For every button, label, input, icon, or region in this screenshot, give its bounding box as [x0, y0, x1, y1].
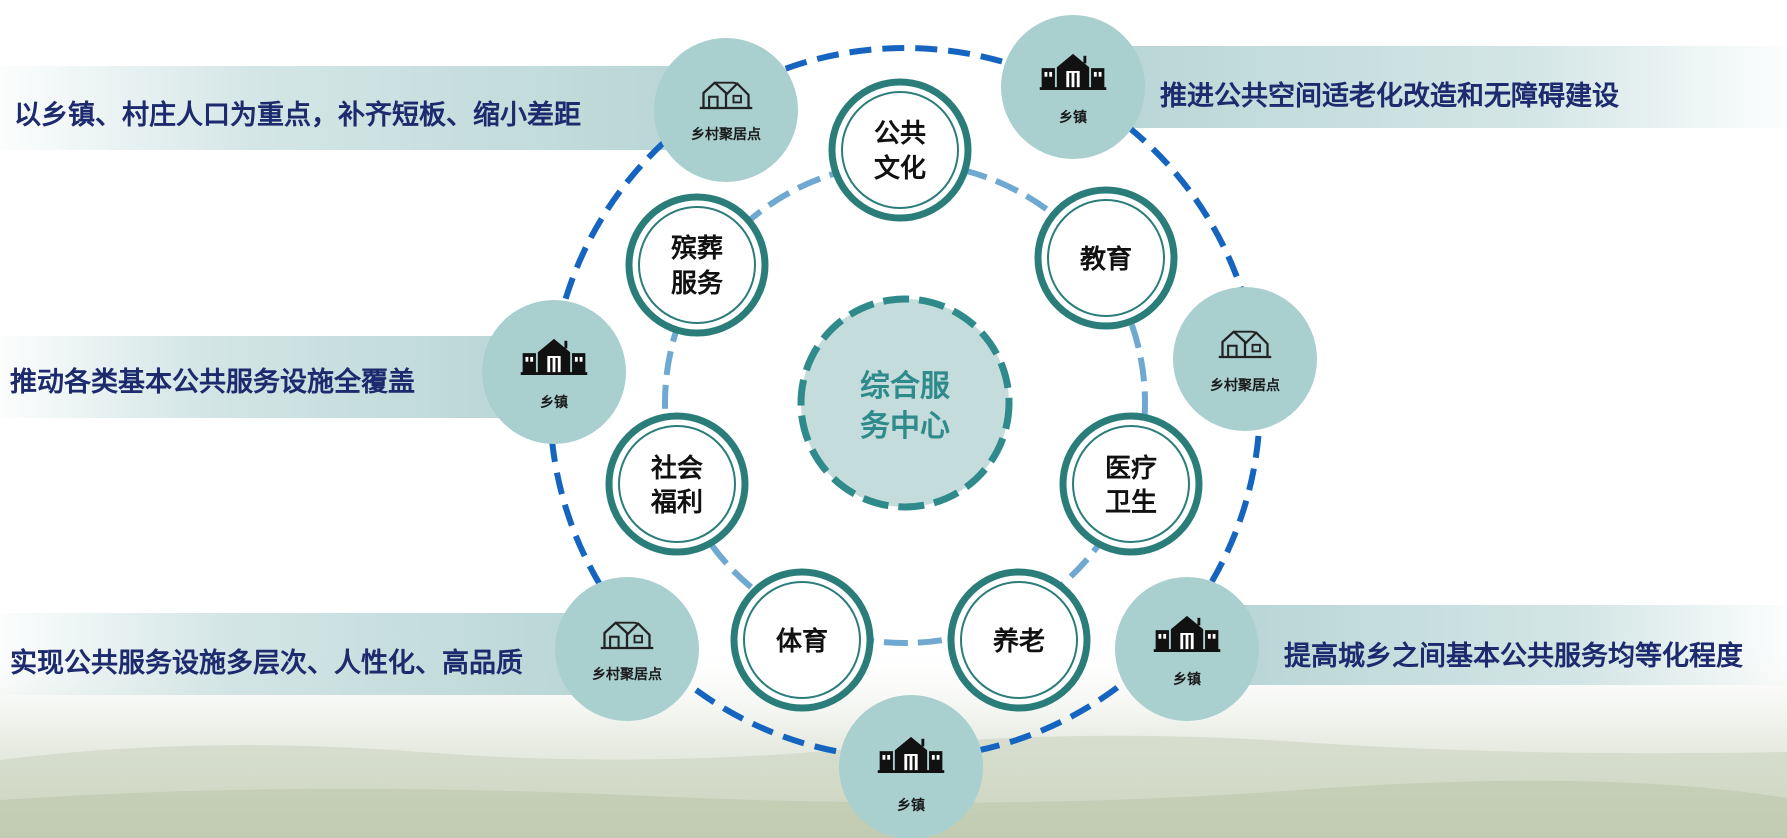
hub-circle: [797, 295, 1013, 511]
service-education: 教育: [1034, 186, 1178, 330]
service-culture-ring: [828, 78, 972, 222]
hub-node: 综合服 务中心: [797, 295, 1013, 511]
node-village-mid-right-circle: [1173, 287, 1317, 431]
node-village-mid-right-label: 乡村聚居点: [1210, 377, 1280, 394]
hub-title-line2: 务中心: [860, 409, 950, 444]
service-funeral-inner-ring: [638, 206, 756, 324]
service-medical-ring: [1059, 412, 1203, 556]
node-village-top-left-circle: [654, 38, 798, 182]
banner-bottom-left-text: 实现公共服务设施多层次、人性化、高品质: [10, 647, 523, 679]
service-elderly-ring: [947, 568, 1091, 712]
service-elderly-label: 养老: [992, 626, 1045, 657]
service-medical-line1: 医疗: [1105, 453, 1157, 484]
node-village-top-left: 乡村聚居点: [654, 38, 798, 182]
service-welfare: 社会 福利: [605, 412, 749, 556]
service-medical-line2: 卫生: [1105, 488, 1157, 518]
service-culture-line1: 公共: [874, 119, 926, 149]
banner-top-left-bg: [0, 66, 740, 150]
node-town-bottom-right-label: 乡镇: [1173, 671, 1201, 688]
service-education-inner-ring: [1047, 199, 1165, 317]
service-elderly: 养老: [947, 568, 1091, 712]
banner-top-right-text: 推进公共空间适老化改造和无障碍建设: [1160, 80, 1619, 112]
service-funeral: 殡葬 服务: [625, 193, 769, 337]
node-village-mid-right: 乡村聚居点: [1173, 287, 1317, 431]
service-funeral-line1: 殡葬: [671, 233, 723, 264]
service-education-label: 教育: [1080, 244, 1132, 275]
banner-bottom-right-text: 提高城乡之间基本公共服务均等化程度: [1284, 640, 1743, 672]
service-medical-inner-ring: [1072, 425, 1190, 543]
service-sports: 体育: [730, 568, 874, 712]
service-sports-label: 体育: [776, 626, 828, 657]
node-town-bottom-center-label: 乡镇: [897, 797, 925, 814]
service-sports-ring: [730, 568, 874, 712]
service-welfare-line1: 社会: [651, 453, 703, 484]
service-welfare-line2: 福利: [650, 488, 703, 518]
node-town-mid-left: 乡镇: [482, 300, 626, 444]
service-medical: 医疗 卫生: [1059, 412, 1203, 556]
node-village-top-left-label: 乡村聚居点: [691, 126, 761, 143]
service-funeral-line2: 服务: [671, 269, 723, 299]
hub-title-line1: 综合服: [860, 369, 951, 404]
banner-top-right-bg: [1060, 46, 1787, 128]
service-culture-line2: 文化: [874, 153, 926, 184]
node-village-bottom-left: 乡村聚居点: [555, 577, 699, 721]
service-elderly-inner-ring: [960, 581, 1078, 699]
node-town-bottom-right: 乡镇: [1115, 577, 1259, 721]
banners: 以乡镇、村庄人口为重点，补齐短板、缩小差距 推进公共空间适老化改造和无障碍建设 …: [0, 46, 1787, 695]
node-town-top-right: 乡镇: [1001, 15, 1145, 159]
banner-bottom-right-bg: [1200, 605, 1787, 685]
banner-bottom-left-bg: [0, 613, 640, 695]
node-town-mid-left-label: 乡镇: [540, 394, 568, 411]
service-welfare-ring: [605, 412, 749, 556]
service-culture-inner-ring: [841, 91, 959, 209]
banner-mid-left-bg: [0, 336, 570, 418]
banner-mid-left-text: 推动各类基本公共服务设施全覆盖: [10, 366, 415, 398]
banner-top-left-text: 以乡镇、村庄人口为重点，补齐短板、缩小差距: [14, 99, 581, 131]
service-sports-inner-ring: [743, 581, 861, 699]
node-village-bottom-left-label: 乡村聚居点: [592, 666, 662, 683]
service-funeral-ring: [625, 193, 769, 337]
node-town-top-right-label: 乡镇: [1059, 109, 1087, 126]
service-culture: 公共 文化: [828, 78, 972, 222]
service-education-ring: [1034, 186, 1178, 330]
service-welfare-inner-ring: [618, 425, 736, 543]
node-town-bottom-center: 乡镇: [839, 695, 983, 838]
